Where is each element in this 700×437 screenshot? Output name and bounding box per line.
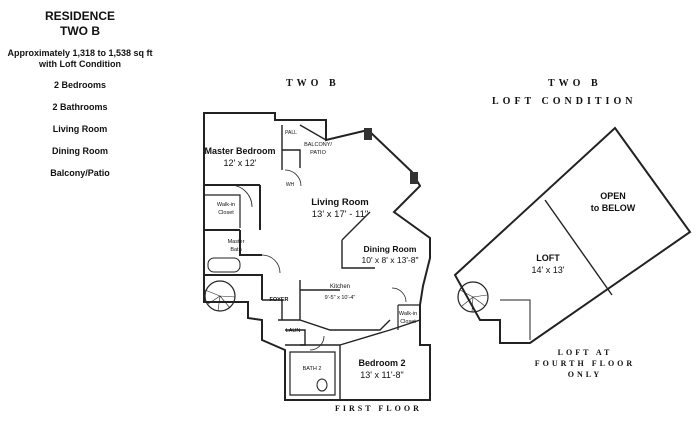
spiral-stair: [204, 280, 236, 312]
kitchen-wall: [299, 280, 391, 331]
loft-note-line2: FOURTH FLOOR: [534, 359, 636, 368]
bedroom-2-size: 13' x 11'-8": [360, 370, 404, 380]
open-to-below-label: to BELOW: [591, 203, 636, 213]
kitchen-label: Kitchen: [330, 284, 350, 290]
balcony-label-2: PATIO: [310, 150, 326, 156]
master-bath-label: Master: [228, 239, 245, 245]
open-label: OPEN: [600, 191, 626, 201]
closet2-wall: [397, 304, 420, 330]
foyer-wall: [262, 299, 306, 346]
tub: [207, 257, 241, 273]
walk-in-closet-2-label-2: Closet: [400, 319, 416, 325]
loft-outline: [453, 126, 692, 344]
loft-divider: [544, 199, 613, 296]
feature-dining-room: Dining Room: [52, 146, 108, 156]
area-condition: with Loft Condition: [39, 59, 121, 69]
closet-wall: [204, 194, 241, 228]
living-room-size: 13' x 17' - 11": [312, 209, 368, 220]
pall-label: PALL: [285, 130, 297, 136]
outer-wall: [203, 112, 431, 401]
loft-labels: OPEN to BELOW LOFT 14' x 13': [532, 191, 636, 275]
feature-bedrooms: 2 Bedrooms: [53, 80, 106, 90]
loft-railing: [500, 299, 531, 340]
bath2-wall: [289, 351, 336, 396]
dining-room-size: 10' x 8' x 13'-8": [361, 255, 418, 265]
bedroom2-wall: [300, 319, 421, 400]
loft-spiral-stair: [457, 281, 489, 313]
dining-wall: [341, 211, 375, 269]
master-bath-label-2: Bath: [230, 247, 241, 253]
foyer-label: FOYER: [270, 297, 289, 303]
first-floor-plan: [203, 112, 431, 401]
feature-living-room: Living Room: [52, 124, 108, 134]
first-floor-header: TWO B: [286, 78, 340, 89]
area-description: Approximately 1,318 to 1,538 sq ft with …: [0, 48, 160, 70]
wh-label: WH: [286, 182, 295, 188]
wall-column: [364, 128, 372, 140]
walk-in-closet-2-label: Walk-in: [399, 311, 417, 317]
balcony-wall: [281, 124, 327, 170]
area-line: Approximately 1,318 to 1,538 sq ft: [7, 48, 153, 58]
loft-header: TWO B: [548, 78, 602, 89]
balcony-label: BALCONY/: [304, 142, 332, 148]
feature-bathrooms: 2 Bathrooms: [52, 102, 108, 112]
loft-condition-header: LOFT CONDITION: [492, 96, 637, 107]
loft-stair-treads: [459, 289, 488, 313]
residence-type: TWO B: [60, 24, 100, 38]
dining-room-label: Dining Room: [364, 244, 417, 254]
feature-balcony: Balcony/Patio: [50, 168, 110, 178]
bedroom-2-label: Bedroom 2: [358, 358, 405, 368]
walk-in-closet-label: Walk-in: [217, 202, 235, 208]
loft-size: 14' x 13': [532, 265, 565, 275]
loft-note-line3: ONLY: [567, 370, 603, 379]
first-floor-label: FIRST FLOOR: [335, 404, 422, 413]
master-bedroom-size: 12' x 12': [224, 158, 257, 168]
loft-label: LOFT: [536, 253, 560, 263]
wall-column: [410, 172, 418, 184]
stair-treads: [204, 289, 236, 312]
door-arc: [229, 169, 407, 351]
residence-title: RESIDENCE: [44, 9, 115, 23]
master-bedroom-label: Master Bedroom: [204, 146, 275, 156]
loft-note: LOFT AT FOURTH FLOOR ONLY: [520, 347, 650, 380]
laundry-label: LAUN: [286, 328, 301, 334]
kitchen-size: 9'-5" x 10'-4": [325, 295, 356, 301]
loft-plan: [453, 126, 692, 344]
loft-note-line1: LOFT AT: [557, 348, 613, 357]
first-floor-labels: Master Bedroom 12' x 12' Living Room 13'…: [204, 130, 418, 380]
toilet: [316, 378, 328, 392]
living-room-label: Living Room: [311, 197, 369, 208]
walk-in-closet-label-2: Closet: [218, 210, 234, 216]
bath-2-label: BATH 2: [303, 366, 322, 372]
